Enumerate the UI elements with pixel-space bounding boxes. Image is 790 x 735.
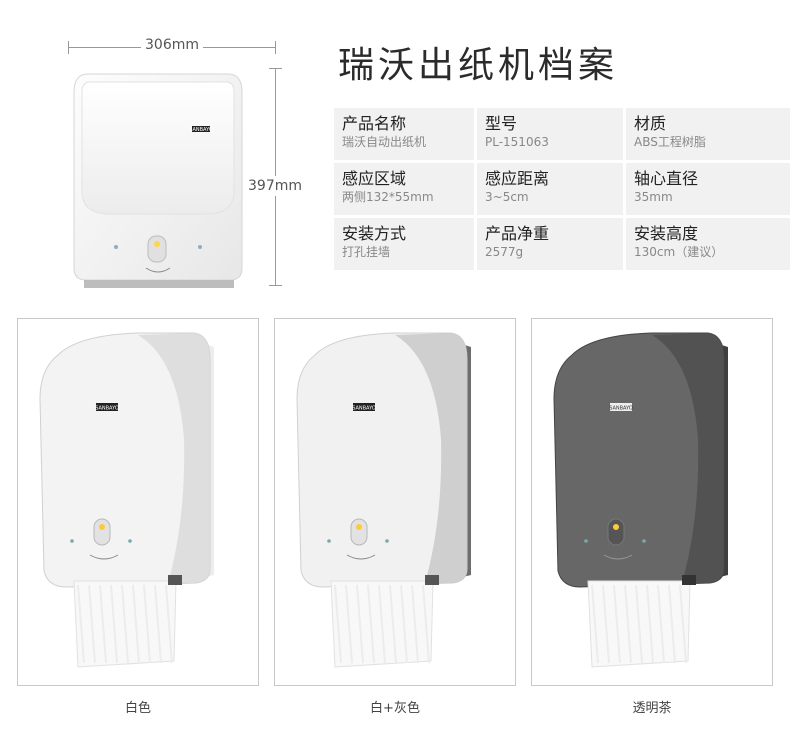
width-label: 306mm: [141, 37, 203, 53]
paper-texture: [110, 584, 118, 664]
page-title: 瑞沃出纸机档案: [338, 45, 619, 86]
paper-texture: [367, 584, 375, 664]
height-dimension: 397mm: [246, 68, 304, 286]
sensor-light: [356, 524, 362, 530]
paper-texture: [646, 584, 654, 664]
spec-key: 安装高度: [634, 224, 699, 243]
spec-cell-model: 型号 PL-151063: [477, 108, 623, 160]
spec-value: 2577g: [485, 245, 524, 259]
sensor-light: [613, 524, 619, 530]
spec-key: 型号: [485, 114, 518, 133]
spec-value: 两侧132*55mm: [342, 190, 434, 204]
paper-texture: [77, 584, 85, 664]
paper-texture: [635, 584, 643, 664]
cutter-edge: [425, 575, 439, 585]
svg-text:SANBAYO: SANBAYO: [189, 127, 213, 133]
paper-texture: [400, 584, 408, 664]
spec-key: 材质: [634, 114, 667, 133]
paper-texture: [679, 584, 687, 664]
paper-texture: [378, 584, 386, 664]
variant-panel-white: SANBAYO: [17, 318, 259, 686]
spec-cell-material: 材质 ABS工程树脂: [626, 108, 790, 160]
paper-hint-icon: [603, 554, 633, 560]
paper-texture: [422, 584, 430, 664]
spec-cell-axis-diameter: 轴心直径 35mm: [626, 163, 790, 215]
paper-texture: [154, 584, 162, 664]
spec-cell-sensor-area: 感应区域 两侧132*55mm: [334, 163, 474, 215]
spec-key: 轴心直径: [634, 169, 699, 188]
spec-key: 产品净重: [485, 224, 550, 243]
paper-texture: [345, 584, 353, 664]
spec-cell-sensor-distance: 感应距离 3~5cm: [477, 163, 623, 215]
paper-texture: [143, 584, 151, 664]
spec-value: PL-151063: [485, 135, 549, 149]
sensor-button: [350, 518, 368, 546]
brand-logo: [96, 403, 118, 411]
spec-key: 感应距离: [485, 169, 550, 188]
variant-caption: 透明茶: [632, 701, 672, 716]
sensor-light: [99, 524, 105, 530]
variant-panel-transparent-tea: SANBAYO: [531, 318, 773, 686]
sensor-right: [128, 539, 132, 543]
spec-cell-install-height: 安装高度 130cm（建议）: [626, 218, 790, 270]
paper-texture: [132, 584, 140, 664]
paper-texture: [591, 584, 599, 664]
height-label: 397mm: [246, 176, 304, 196]
width-dimension: 306mm: [68, 37, 276, 58]
side-shade: [395, 333, 467, 583]
brand-logo-text: SANBAYO: [609, 406, 633, 412]
paper-texture: [334, 584, 342, 664]
spec-value: ABS工程树脂: [634, 135, 706, 149]
spec-cell-product-name: 产品名称 瑞沃自动出纸机: [334, 108, 474, 160]
brand-logo-text: SANBAYO: [95, 406, 119, 412]
product-front-view: SANBAYO: [70, 72, 246, 290]
paper-texture: [411, 584, 419, 664]
spec-key: 安装方式: [342, 224, 407, 243]
paper-texture: [165, 584, 173, 664]
paper-texture: [668, 584, 676, 664]
cutter-edge: [682, 575, 696, 585]
variant-caption: 白色: [124, 701, 151, 716]
brand-logo: [353, 403, 375, 411]
paper-texture: [88, 584, 96, 664]
brand-logo: [610, 403, 632, 411]
spec-value: 打孔挂墙: [342, 245, 391, 259]
paper-texture: [657, 584, 665, 664]
paper-texture: [356, 584, 364, 664]
spec-key: 感应区域: [342, 169, 407, 188]
paper-texture: [99, 584, 107, 664]
sensor-left: [327, 539, 331, 543]
variant-caption: 白+灰色: [370, 701, 420, 716]
paper-texture: [389, 584, 397, 664]
sensor-left: [70, 539, 74, 543]
spec-table: 产品名称 瑞沃自动出纸机 型号 PL-151063 材质 ABS工程树脂 感应区…: [334, 108, 790, 270]
brand-logo-text: SANBAYO: [352, 406, 376, 412]
cutter-edge: [168, 575, 182, 585]
paper-texture: [602, 584, 610, 664]
spec-value: 瑞沃自动出纸机: [342, 135, 427, 149]
spec-key: 产品名称: [342, 114, 407, 133]
variant-panel-white-gray: SANBAYO: [274, 318, 516, 686]
sensor-button: [607, 518, 625, 546]
sensor-right: [642, 539, 646, 543]
paper-texture: [613, 584, 621, 664]
spec-value: 35mm: [634, 190, 673, 204]
sensor-button: [93, 518, 111, 546]
paper-hint-icon: [89, 554, 119, 560]
spec-value: 130cm（建议）: [634, 245, 724, 259]
paper-texture: [624, 584, 632, 664]
spec-cell-install-method: 安装方式 打孔挂墙: [334, 218, 474, 270]
sensor-left: [584, 539, 588, 543]
paper-hint-icon: [346, 554, 376, 560]
spec-cell-net-weight: 产品净重 2577g: [477, 218, 623, 270]
spec-value: 3~5cm: [485, 190, 529, 204]
side-shade: [138, 333, 210, 583]
paper-texture: [121, 584, 129, 664]
side-shade: [652, 333, 724, 583]
sensor-right: [385, 539, 389, 543]
